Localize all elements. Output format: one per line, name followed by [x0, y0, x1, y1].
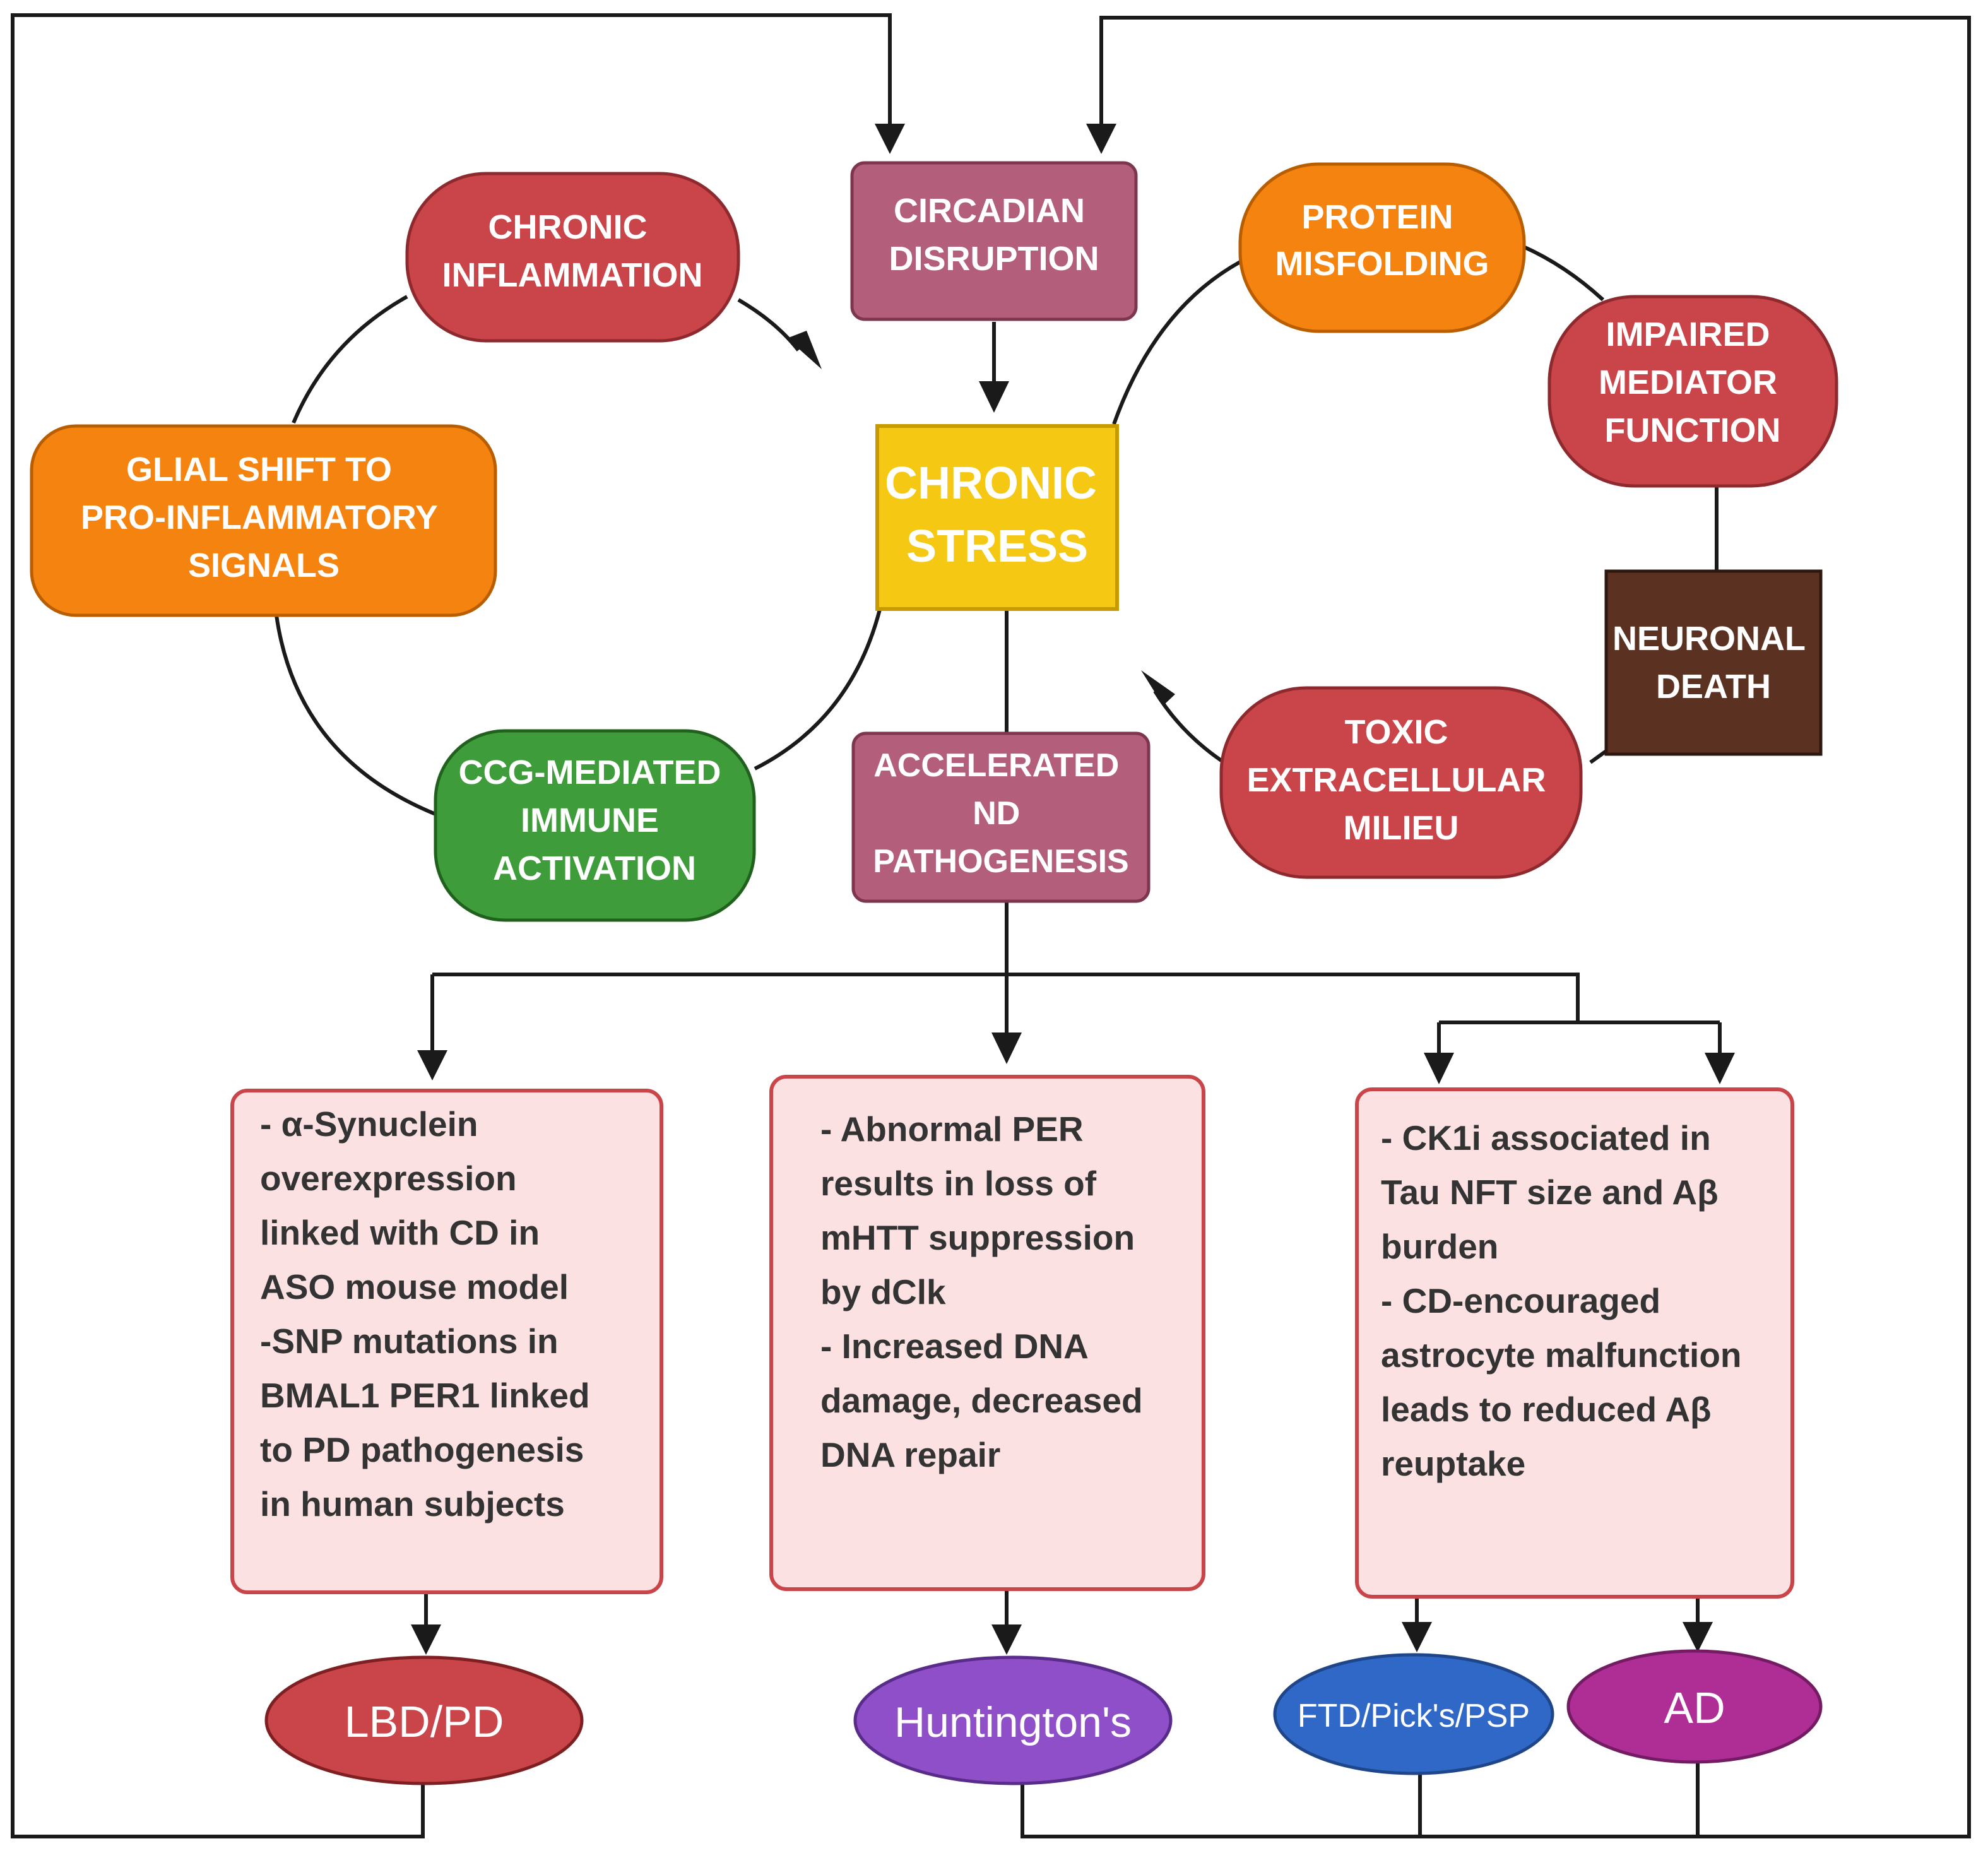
evidence-box-left-text: - α-Synuclein overexpression linked with… — [260, 1104, 600, 1524]
node-protein-misfolding: PROTEIN MISFOLDING — [1238, 162, 1526, 333]
outcome-huntingtons-label: Huntington's — [894, 1698, 1132, 1746]
arrowhead-inflammation-to-stress — [787, 331, 822, 369]
node-glial-shift-label: GLIAL SHIFT TO PRO-INFLAMMATORY SIGNALS — [81, 451, 447, 584]
arrowhead-ftd — [1402, 1622, 1432, 1652]
outcome-ftd: FTD/Pick's/PSP — [1273, 1653, 1554, 1775]
arrowhead-into-circadian-left — [875, 124, 905, 154]
node-circadian-disruption: CIRCADIAN DISRUPTION — [850, 161, 1138, 321]
outcome-huntingtons: Huntington's — [853, 1655, 1173, 1785]
node-impaired-mediator-shape — [1547, 295, 1838, 488]
arrowhead-right-box-b — [1705, 1053, 1735, 1084]
feedback-line-right — [1021, 16, 1971, 1838]
node-ccg-activation-shape — [434, 729, 756, 922]
outcome-lbd-pd-label: LBD/PD — [345, 1697, 504, 1746]
line-inflammation-to-stress — [737, 298, 800, 352]
node-toxic-milieu: TOXIC EXTRACELLULAR MILIEU — [1219, 686, 1583, 879]
arrowhead-toxic-to-stress — [1141, 670, 1175, 706]
arc-stress-to-misfolding — [1112, 260, 1241, 425]
node-impaired-mediator: IMPAIRED MEDIATOR FUNCTION — [1547, 295, 1838, 488]
node-circadian-disruption-shape — [850, 161, 1138, 321]
evidence-box-right: - CK1i associated in Tau NFT size and Aβ… — [1355, 1087, 1794, 1599]
node-ccg-activation-label: CCG-MEDIATED IMMUNE ACTIVATION — [459, 754, 731, 887]
evidence-box-right-text: - CK1i associated in Tau NFT size and Aβ… — [1381, 1118, 1751, 1483]
node-ccg-activation: CCG-MEDIATED IMMUNE ACTIVATION — [434, 729, 756, 922]
outcome-lbd-pd-shape — [264, 1655, 584, 1785]
line-death-to-toxic — [1589, 749, 1607, 764]
evidence-box-middle-shape — [769, 1075, 1205, 1591]
node-chronic-inflammation-label: CHRONIC INFLAMMATION — [442, 208, 703, 294]
node-toxic-milieu-label: TOXIC EXTRACELLULAR MILIEU — [1247, 713, 1556, 847]
node-accelerated-nd-label: ACCELERATED ND PATHOGENESIS — [873, 747, 1128, 880]
node-chronic-stress-shape — [875, 424, 1119, 611]
node-chronic-stress-label: CHRONIC STRESS — [885, 458, 1109, 572]
node-neuronal-death-shape — [1604, 569, 1823, 756]
arc-misfolding-to-impaired — [1521, 244, 1605, 302]
node-glial-shift-shape — [30, 424, 497, 617]
outcome-ad-shape — [1566, 1649, 1823, 1764]
arrowhead-right-box-a — [1424, 1053, 1454, 1084]
arrowhead-left-box — [417, 1050, 447, 1080]
arc-glial-to-ccg — [275, 615, 437, 816]
outcome-huntingtons-shape — [853, 1655, 1173, 1785]
arrowhead-huntingtons — [991, 1624, 1022, 1655]
evidence-box-right-shape — [1355, 1087, 1794, 1599]
node-protein-misfolding-label: PROTEIN MISFOLDING — [1275, 198, 1489, 283]
outcome-lbd-pd: LBD/PD — [264, 1655, 584, 1785]
node-chronic-inflammation-shape — [405, 172, 740, 343]
arrowhead-into-stress — [979, 381, 1009, 413]
evidence-box-middle: - Abnormal PER results in loss of mHTT s… — [769, 1075, 1205, 1591]
outcome-ftd-label: FTD/Pick's/PSP — [1298, 1698, 1530, 1734]
node-toxic-milieu-shape — [1219, 686, 1583, 879]
arc-inflammation-to-glial — [292, 295, 408, 424]
node-accelerated-nd: ACCELERATED ND PATHOGENESIS — [851, 731, 1151, 903]
node-neuronal-death: NEURONAL DEATH — [1604, 569, 1823, 756]
evidence-box-middle-text: - Abnormal PER results in loss of mHTT s… — [820, 1109, 1152, 1474]
node-chronic-stress: CHRONIC STRESS — [875, 424, 1119, 611]
outcome-ftd-shape — [1273, 1653, 1554, 1775]
distribution-bar — [432, 973, 1580, 1022]
arc-ccg-to-stress — [754, 607, 882, 771]
arrowhead-middle-box — [991, 1033, 1022, 1064]
node-glial-shift: GLIAL SHIFT TO PRO-INFLAMMATORY SIGNALS — [30, 424, 497, 617]
evidence-box-left-shape — [230, 1089, 663, 1594]
node-protein-misfolding-shape — [1238, 162, 1526, 333]
outcome-ad: AD — [1566, 1649, 1823, 1764]
evidence-box-left: - α-Synuclein overexpression linked with… — [230, 1089, 663, 1594]
arrowhead-ad — [1683, 1622, 1713, 1652]
outcome-ad-label: AD — [1664, 1683, 1725, 1732]
node-accelerated-nd-shape — [851, 731, 1151, 903]
node-circadian-disruption-label: CIRCADIAN DISRUPTION — [889, 192, 1099, 278]
node-chronic-inflammation: CHRONIC INFLAMMATION — [405, 172, 740, 343]
node-impaired-mediator-label: IMPAIRED MEDIATOR FUNCTION — [1599, 316, 1787, 449]
arrowhead-into-circadian-right — [1086, 124, 1116, 154]
node-neuronal-death-label: NEURONAL DEATH — [1612, 620, 1814, 706]
connectors — [11, 13, 1971, 1838]
arrowhead-lbd — [411, 1624, 441, 1655]
feedback-line-left — [11, 13, 892, 1838]
